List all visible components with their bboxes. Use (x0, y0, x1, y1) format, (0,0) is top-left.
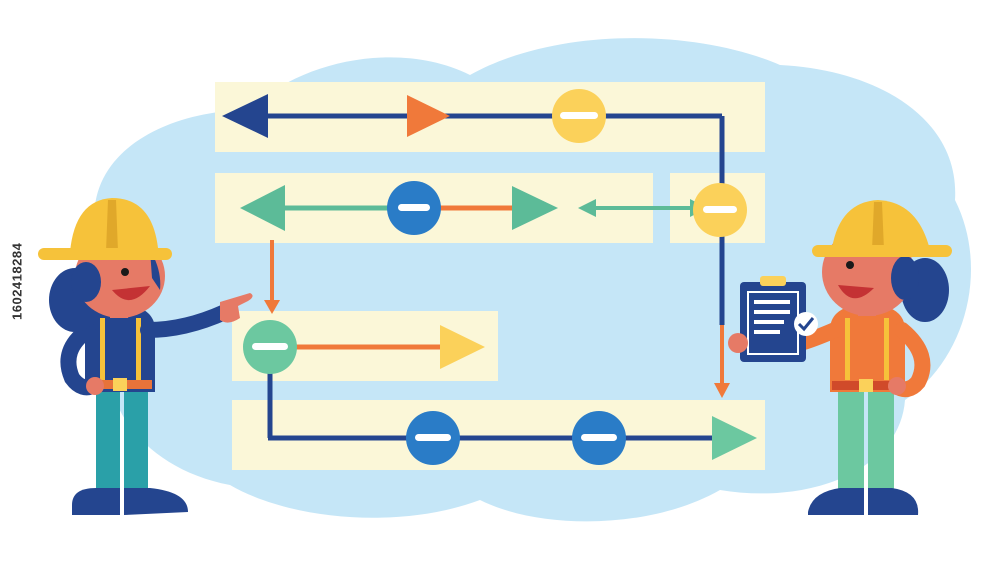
clipboard-icon (728, 276, 818, 362)
arrowhead-left-navy (222, 94, 268, 138)
flow-row-4 (268, 411, 757, 465)
arrowhead-right-yellow (440, 325, 485, 369)
check-icon (794, 312, 818, 336)
arrowhead-right-teal-2 (712, 416, 757, 460)
flow-connectors (264, 240, 730, 438)
panel-row-4 (232, 400, 765, 470)
arrowhead-right-teal (512, 186, 558, 230)
worker-pointing-icon (38, 198, 253, 515)
flow-row-3 (243, 320, 485, 374)
worker-clipboard-icon (782, 200, 952, 515)
flow-row-2 (240, 181, 747, 237)
arrowhead-left-teal (240, 185, 285, 231)
arrowhead-right-orange (407, 95, 450, 137)
